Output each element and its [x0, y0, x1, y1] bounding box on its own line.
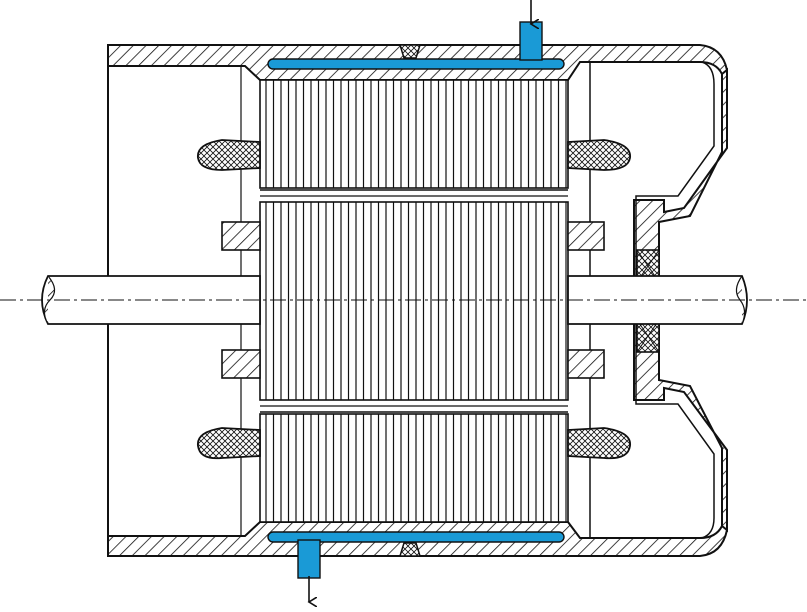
rotor-core [259, 195, 569, 407]
coolant-inlet [519, 0, 543, 61]
housing-right-cavity [590, 61, 715, 285]
end-winding-right-lower [567, 427, 631, 460]
stator-lower [259, 413, 569, 523]
coolant-channel-bottom [267, 531, 565, 543]
end-windings [197, 139, 631, 460]
coolant-outlet [297, 539, 321, 602]
end-winding-left-upper [197, 139, 261, 171]
end-winding-left-lower [197, 427, 261, 460]
end-winding-right-upper [567, 139, 631, 171]
coolant-channel-top [267, 58, 565, 70]
weld-joints [398, 44, 422, 557]
bearings [636, 249, 660, 353]
coolant-jacket [267, 58, 565, 543]
rotor-end-rings [221, 221, 605, 379]
stator-core [259, 79, 569, 523]
stator-upper [259, 79, 569, 189]
